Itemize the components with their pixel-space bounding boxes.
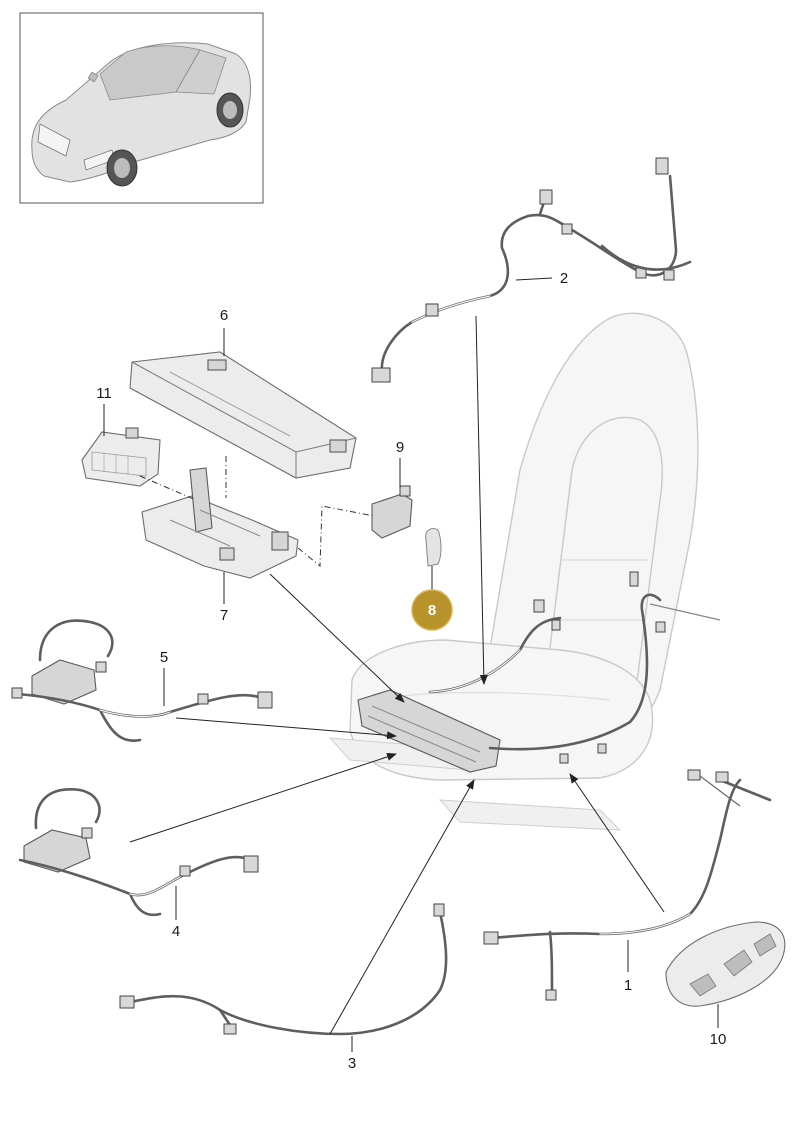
part-1-harness — [483, 769, 772, 1001]
part-2-harness — [371, 157, 692, 383]
callout-2: 2 — [560, 270, 568, 287]
assembly-line-9 — [297, 505, 375, 568]
callout-1: 1 — [624, 977, 632, 994]
callout-6: 6 — [220, 307, 228, 324]
callout-4: 4 — [172, 923, 180, 940]
part-10-control-panel — [665, 921, 786, 1007]
part-11-module — [81, 427, 161, 487]
callout-7: 7 — [220, 607, 228, 624]
part-4-harness — [18, 788, 259, 917]
part-6-control-unit — [129, 351, 357, 479]
callout-5: 5 — [160, 649, 168, 666]
leader-lines — [103, 277, 719, 1052]
part-8-knob — [425, 527, 442, 567]
sport-seat-icon — [328, 312, 721, 831]
callout-10: 10 — [710, 1031, 727, 1048]
assembly-line-11 — [139, 475, 197, 501]
part-9-switch — [371, 485, 413, 539]
callout-3: 3 — [348, 1055, 356, 1072]
part-5-harness — [11, 619, 273, 742]
callout-8-badge[interactable]: 8 — [411, 589, 453, 631]
part-3-harness — [119, 903, 448, 1036]
callout-11: 11 — [96, 385, 112, 402]
part-7-bracket — [141, 467, 299, 579]
callout-9: 9 — [396, 439, 404, 456]
callout-8: 8 — [428, 602, 436, 619]
car-thumbnail-icon — [19, 12, 264, 204]
pointer-arrows — [129, 315, 665, 1035]
